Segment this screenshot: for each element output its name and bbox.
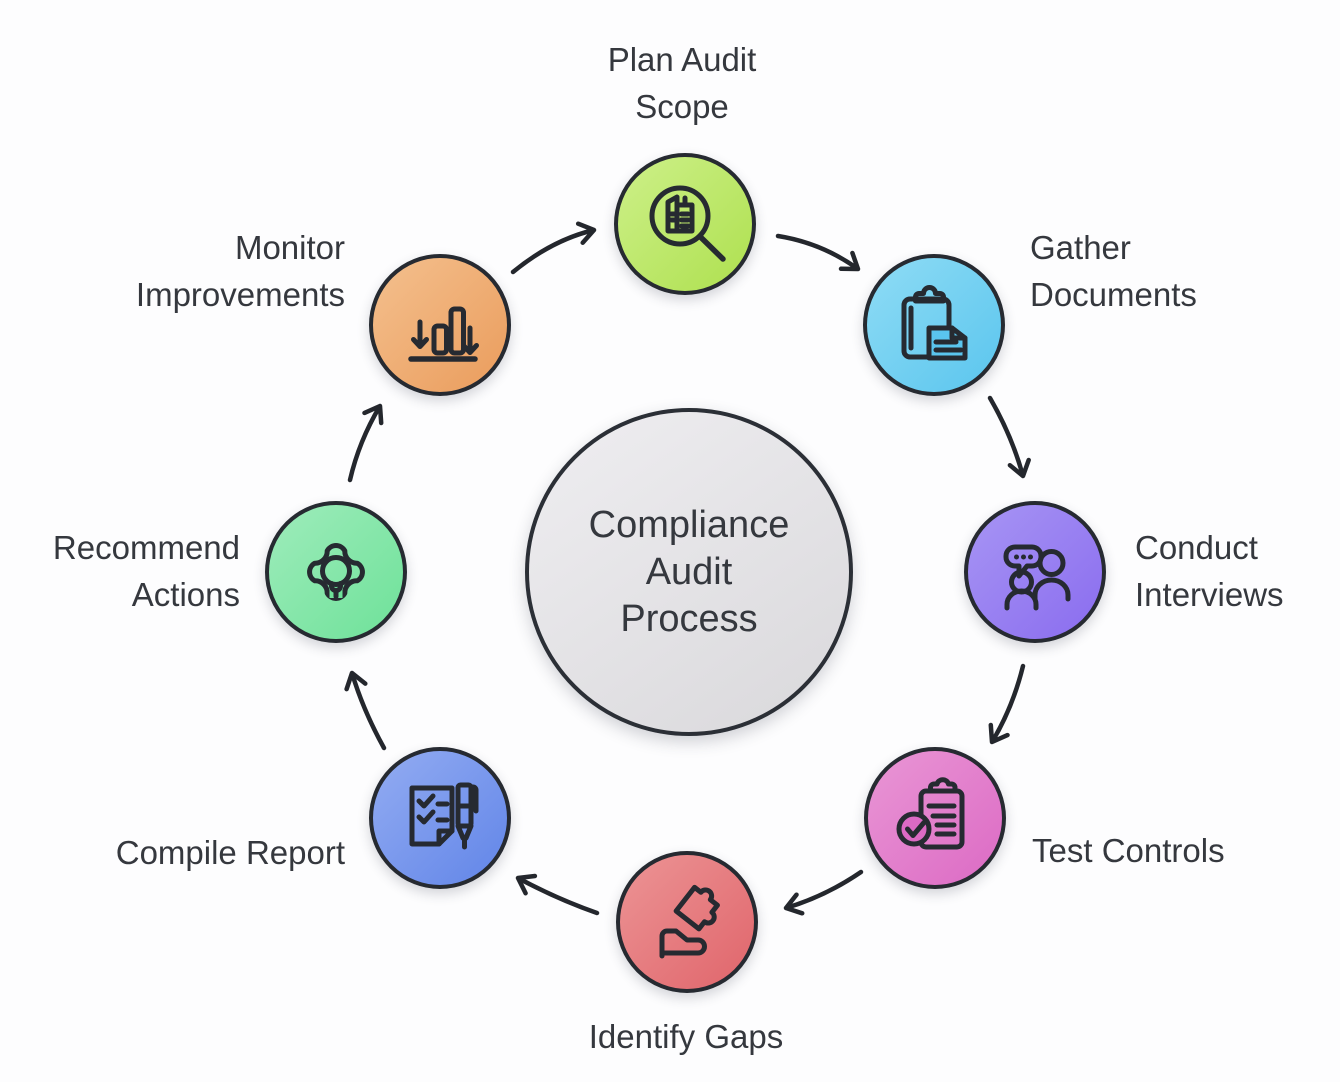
label-line: Plan Audit	[607, 41, 757, 78]
label-line: Test Controls	[1032, 832, 1225, 869]
bar-chart-arrows-icon	[408, 306, 479, 362]
arrow-report-to-recommend	[344, 670, 387, 751]
step-label-compile-report: Compile Report	[45, 829, 345, 876]
step-label-recommend-actions: Recommend Actions	[0, 524, 240, 618]
label-line: Monitor	[234, 229, 345, 266]
step-circle-recommend-actions	[265, 501, 407, 643]
title-line: Compliance	[588, 503, 790, 546]
label-line: Actions	[131, 576, 240, 613]
step-circle-test-controls	[864, 747, 1006, 889]
document-pen-icon	[409, 782, 479, 850]
arrow-interviews-to-test	[988, 663, 1026, 745]
arrow-plan-to-gather	[775, 233, 861, 272]
arrow-gather-to-interviews	[987, 395, 1031, 479]
center-node: Compliance Audit Process	[525, 408, 853, 736]
label-line: Identify Gaps	[588, 1018, 784, 1055]
label-line: Conduct	[1135, 529, 1258, 566]
step-label-identify-gaps: Identify Gaps	[536, 1013, 836, 1060]
label-line: Scope	[635, 88, 729, 125]
title-line: Process	[620, 597, 758, 640]
step-label-monitor-improvements: Monitor Improvements	[45, 224, 345, 318]
label-line: Recommend	[52, 529, 240, 566]
step-circle-plan-audit-scope	[614, 153, 756, 295]
title-line: Audit	[645, 550, 733, 593]
step-label-gather-documents: Gather Documents	[1030, 224, 1330, 318]
step-circle-conduct-interviews	[964, 501, 1106, 643]
checklist-verified-icon	[896, 777, 965, 850]
arrow-test-to-gaps	[783, 869, 864, 916]
step-circle-identify-gaps	[616, 851, 758, 993]
arrow-recommend-to-monitor	[347, 403, 384, 483]
step-label-conduct-interviews: Conduct Interviews	[1135, 524, 1340, 618]
label-line: Compile Report	[115, 834, 345, 871]
step-circle-gather-documents	[863, 254, 1005, 396]
gear-bulb-icon	[307, 543, 365, 601]
step-label-test-controls: Test Controls	[1032, 827, 1332, 874]
chat-people-icon	[1003, 544, 1071, 611]
arrow-monitor-to-plan	[510, 221, 597, 275]
diagram-title: Compliance Audit Process	[589, 502, 790, 643]
step-circle-compile-report	[369, 747, 511, 889]
label-line: Improvements	[135, 276, 345, 313]
hand-puzzle-icon	[659, 884, 720, 959]
arrow-gaps-to-report	[515, 873, 600, 916]
label-line: Documents	[1030, 276, 1197, 313]
label-line: Interviews	[1135, 576, 1284, 613]
step-circle-monitor-improvements	[369, 254, 511, 396]
magnifier-report-icon	[649, 185, 726, 262]
label-line: Gather	[1030, 229, 1131, 266]
clipboard-file-icon	[901, 285, 968, 361]
step-label-plan-audit-scope: Plan Audit Scope	[532, 36, 832, 130]
